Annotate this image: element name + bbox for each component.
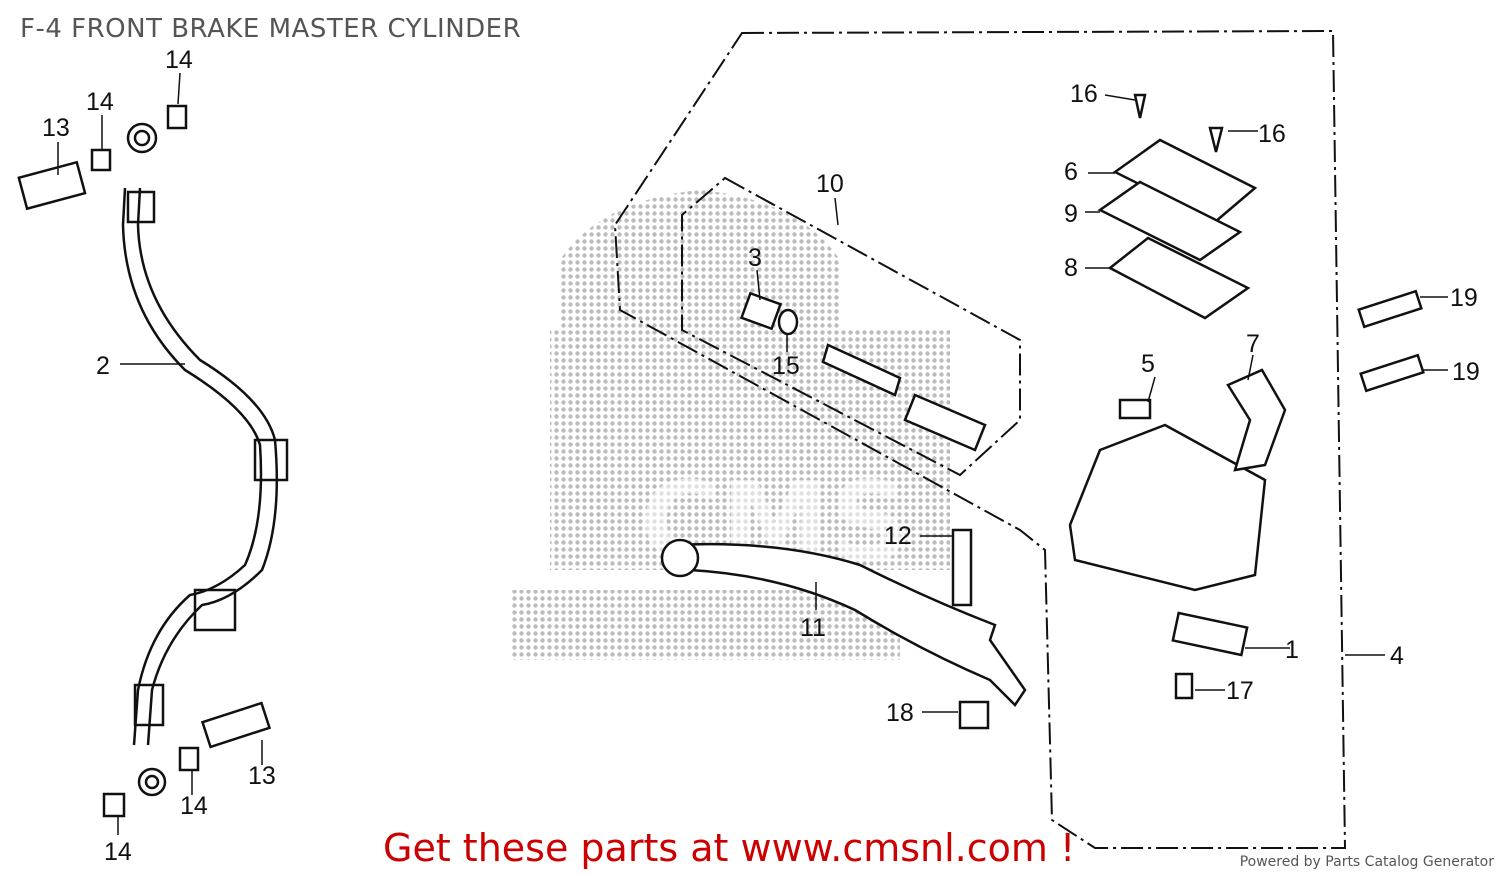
callout-14-top-right: 14 — [165, 46, 193, 74]
callout-8: 8 — [1064, 254, 1078, 282]
callout-4: 4 — [1390, 642, 1404, 670]
callout-1: 1 — [1285, 636, 1299, 664]
callout-7: 7 — [1246, 330, 1260, 358]
callout-17: 17 — [1226, 677, 1254, 705]
callout-5: 5 — [1141, 350, 1155, 378]
callout-3: 3 — [748, 244, 762, 272]
reservoir-top — [1097, 93, 1258, 320]
powered-by-text: Powered by Parts Catalog Generator — [1239, 854, 1494, 870]
callout-12: 12 — [884, 522, 912, 550]
callout-16-left: 16 — [1070, 80, 1098, 108]
callout-18: 18 — [886, 699, 914, 727]
callout-16-right: 16 — [1258, 120, 1286, 148]
brake-hose-assembly — [17, 104, 289, 818]
callout-9: 9 — [1064, 200, 1078, 228]
callout-14-top-left: 14 — [86, 88, 114, 116]
callout-2: 2 — [96, 352, 110, 380]
promo-link[interactable]: Get these parts at www.cmsnl.com ! — [383, 826, 1076, 870]
diagram-title: F-4 FRONT BRAKE MASTER CYLINDER — [20, 14, 522, 44]
group-boundary — [613, 29, 1347, 849]
master-cylinder-body — [1068, 289, 1425, 700]
callout-14-bottom-left: 14 — [104, 838, 132, 866]
callout-13-bottom: 13 — [248, 762, 276, 790]
callout-19-bottom: 19 — [1452, 358, 1480, 386]
callout-14-bottom-mid: 14 — [180, 792, 208, 820]
callout-13-top: 13 — [42, 114, 70, 142]
callout-15: 15 — [772, 352, 800, 380]
callout-10: 10 — [816, 170, 844, 198]
leader-lines — [57, 72, 1448, 835]
callout-11: 11 — [800, 614, 826, 642]
callout-6: 6 — [1064, 158, 1078, 186]
piston-kit — [739, 291, 987, 452]
brake-lever — [660, 528, 1027, 730]
callout-19-top: 19 — [1450, 284, 1478, 312]
